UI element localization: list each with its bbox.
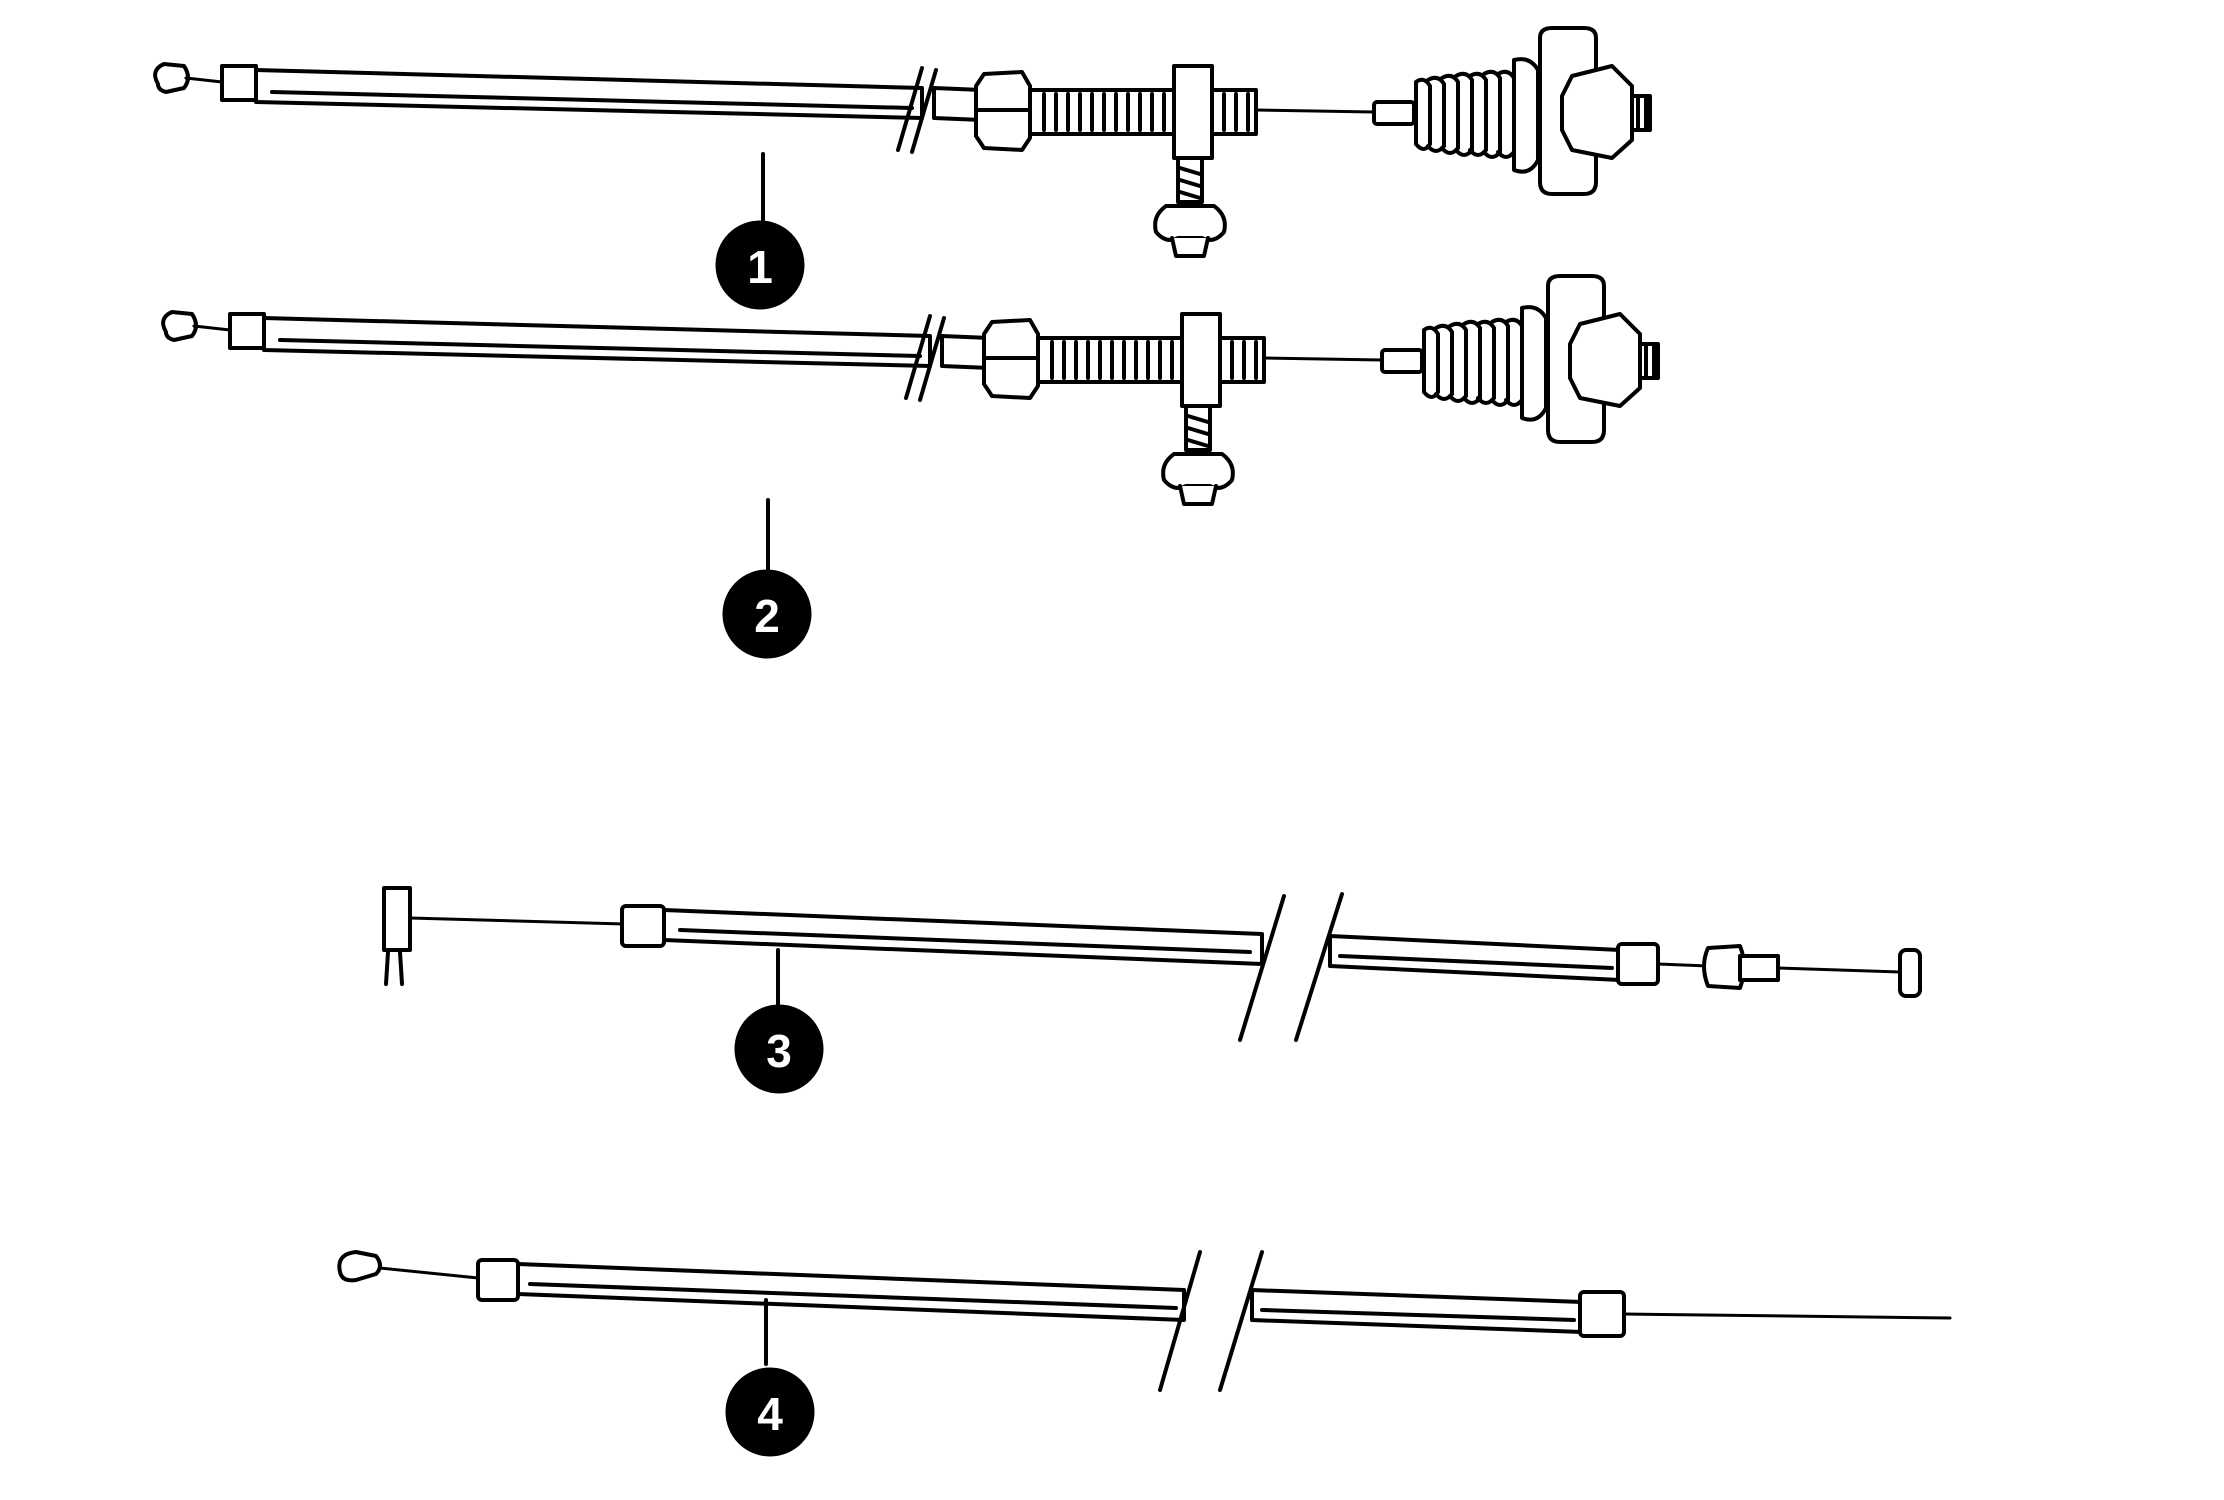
cable-part-1 (153, 26, 1652, 258)
svg-text:3: 3 (766, 1025, 792, 1077)
cable-part-3 (382, 886, 1922, 1042)
svg-text:4: 4 (757, 1388, 783, 1440)
svg-text:1: 1 (747, 241, 773, 293)
svg-text:2: 2 (754, 590, 780, 642)
cable-part-2 (161, 274, 1660, 506)
callout-3: 3 (734, 1004, 824, 1094)
callout-1: 1 (715, 220, 805, 310)
callout-4: 4 (725, 1367, 815, 1457)
callout-2: 2 (722, 569, 812, 659)
cable-part-4 (337, 1250, 1952, 1392)
